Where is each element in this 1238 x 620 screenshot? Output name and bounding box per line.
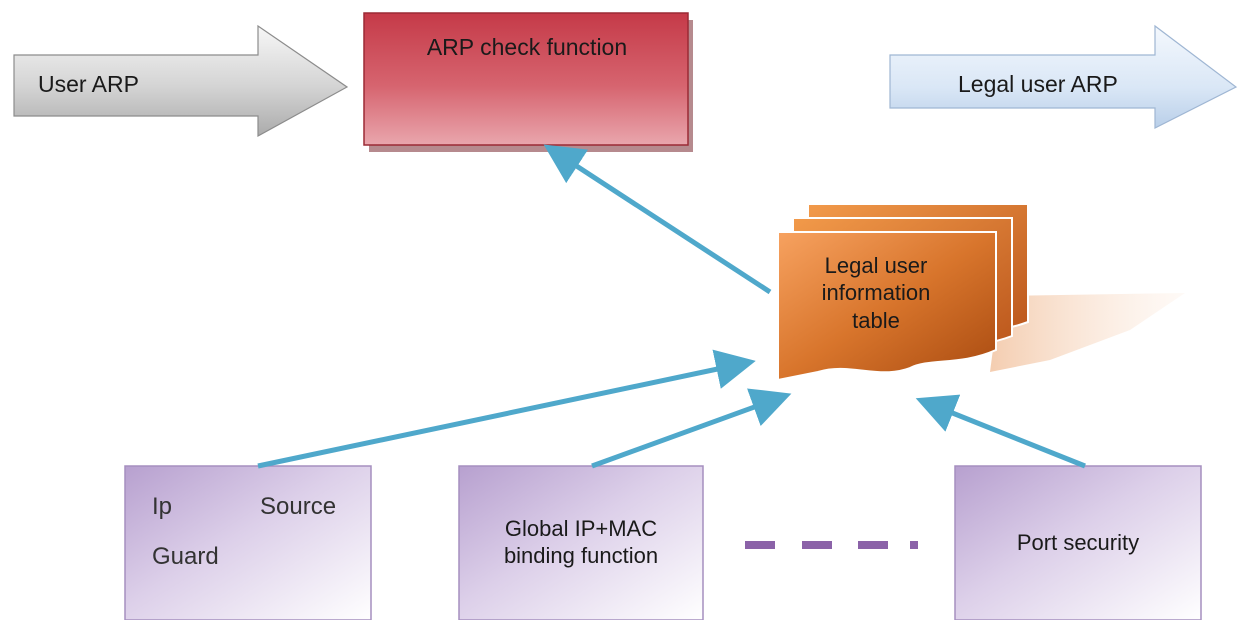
ellipsis-dash	[858, 541, 888, 549]
connector-ipsg-to-table	[257, 349, 756, 469]
legal-user-arp-arrow	[889, 24, 1238, 129]
user-arp-label: User ARP	[38, 70, 139, 97]
user-arp-arrow	[13, 24, 349, 138]
global-ip-mac-binding-box	[458, 465, 704, 620]
arp-check-function-label: ARP check function	[426, 33, 628, 60]
ip-source-guard-box	[124, 465, 372, 620]
arp-check-box	[363, 12, 689, 146]
ellipsis-dash	[745, 541, 775, 549]
ip-source-guard-label-word: Guard	[152, 543, 219, 570]
ellipsis-dot	[910, 541, 918, 549]
connector-global-to-table	[591, 388, 792, 469]
connector-table-to-check	[543, 144, 772, 295]
ip-source-guard-label-word: Ip	[152, 493, 173, 520]
port-security-box	[954, 465, 1202, 620]
ellipsis-dash	[802, 541, 832, 549]
connector-port-to-table	[915, 394, 1086, 469]
info-table-shadow	[990, 293, 1185, 372]
ip-source-guard-label-word: Source	[260, 493, 337, 520]
legal-user-information-table-label: Legal user information table	[821, 252, 931, 333]
port-security-label: Port security	[1016, 530, 1140, 556]
info-table-sheet-front	[777, 231, 997, 382]
legal-user-arp-label: Legal user ARP	[958, 70, 1118, 97]
global-ip-mac-binding-label: Global IP+MAC binding function	[503, 515, 659, 569]
